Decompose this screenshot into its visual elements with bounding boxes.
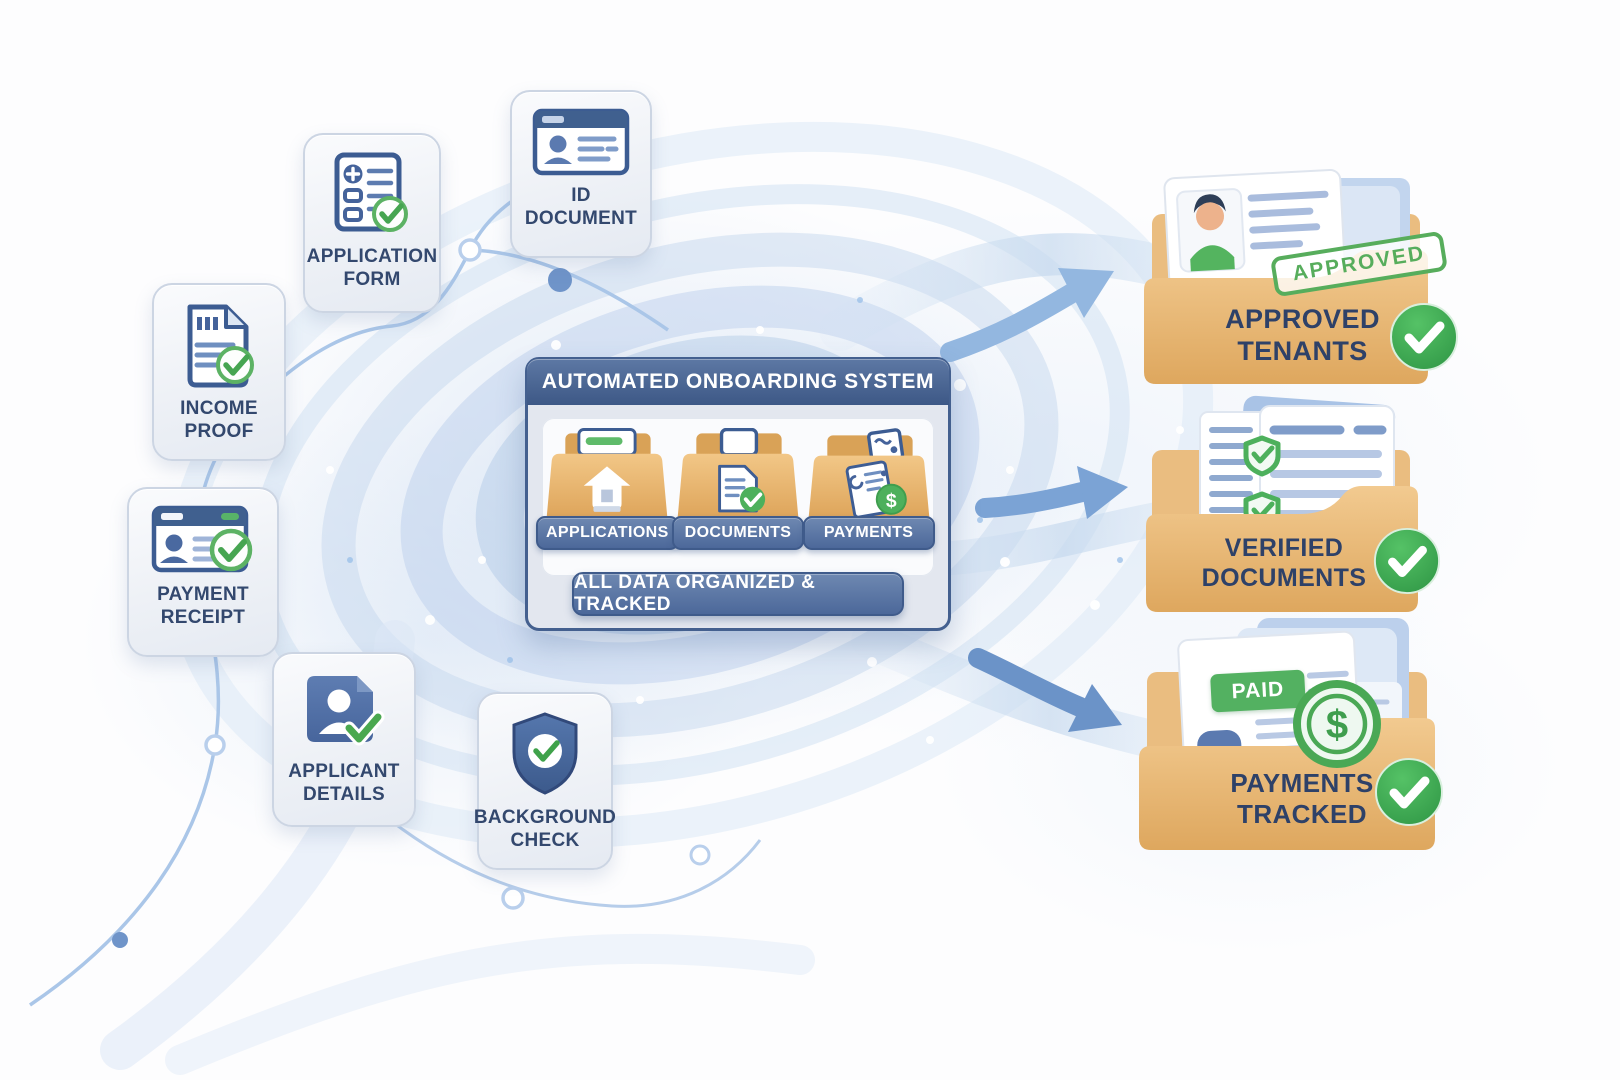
system-folder-payments: $ PAYMENTS [802,428,935,550]
flow-arrow-bottom [968,648,1122,732]
input-card-id-document: ID DOCUMENT [510,90,652,258]
connector-node [548,268,572,292]
output-label: APPROVED TENANTS [1225,304,1380,366]
shield-check-icon [512,712,578,795]
connector-node [689,844,711,866]
folder-label-applications: APPLICATIONS [535,516,679,550]
income-document-check-icon [187,304,254,388]
input-card-income-proof: INCOME PROOF [152,283,286,461]
flow-arrow-middle [975,466,1128,519]
input-card-applicant-details: APPLICANT DETAILS [272,652,416,827]
system-folder-documents: DOCUMENTS [671,428,804,550]
output-label: PAYMENTS TRACKED [1230,768,1374,829]
input-label: ID DOCUMENT [524,185,638,230]
input-card-payment-receipt: PAYMENT RECEIPT [127,487,279,657]
dollar-coin-icon: $ [1293,680,1381,768]
check-badge-icon [1390,303,1458,371]
currency-symbol: $ [1326,703,1348,747]
house-folder-icon [547,428,668,523]
output-folder-verified-documents: VERIFIED DOCUMENTS [1142,395,1441,616]
connector-node [112,932,128,948]
invoice-folder-icon: $ [808,428,929,523]
svg-text:$: $ [886,490,897,512]
output-folder-payments-tracked: PAID $ PAYMENTS TRACKED [1135,610,1443,852]
input-label: INCOME PROOF [180,398,258,443]
flow-arrow-top [940,268,1114,362]
check-badge-icon [1373,527,1441,595]
person-card-check-icon [307,676,385,746]
input-card-application-form: APPLICATION FORM [303,133,441,313]
document-folder-icon [677,428,799,523]
connector-node [501,886,525,910]
checked-documents-icon [1146,395,1418,612]
system-panel: AUTOMATED ONBOARDING SYSTEM APPLICATIONS [525,357,951,631]
output-folder-approved-tenants: APPROVED APPROVED TENANTS [1140,158,1458,390]
system-panel-header: AUTOMATED ONBOARDING SYSTEM [527,359,949,405]
receipt-card-check-icon [151,505,253,573]
folder-label-payments: PAYMENTS [802,516,935,550]
output-label: VERIFIED DOCUMENTS [1201,534,1367,592]
input-label: PAYMENT RECEIPT [157,584,249,629]
system-panel-footer: ALL DATA ORGANIZED & TRACKED [572,572,904,616]
id-card-icon [532,108,630,176]
connector-node [458,238,482,262]
input-label: BACKGROUND CHECK [473,807,617,852]
input-card-background-check: BACKGROUND CHECK [474,692,616,870]
check-badge-icon [1375,758,1443,826]
system-panel-body: APPLICATIONS DOCUMENTS [535,418,935,576]
system-folder-applications: APPLICATIONS [535,428,679,550]
folder-label-documents: DOCUMENTS [671,516,804,550]
form-check-icon [334,152,408,232]
input-label: APPLICATION FORM [306,246,438,291]
flow-stream [165,933,815,1075]
connector-node [204,734,226,756]
input-label: APPLICANT DETAILS [288,761,400,806]
